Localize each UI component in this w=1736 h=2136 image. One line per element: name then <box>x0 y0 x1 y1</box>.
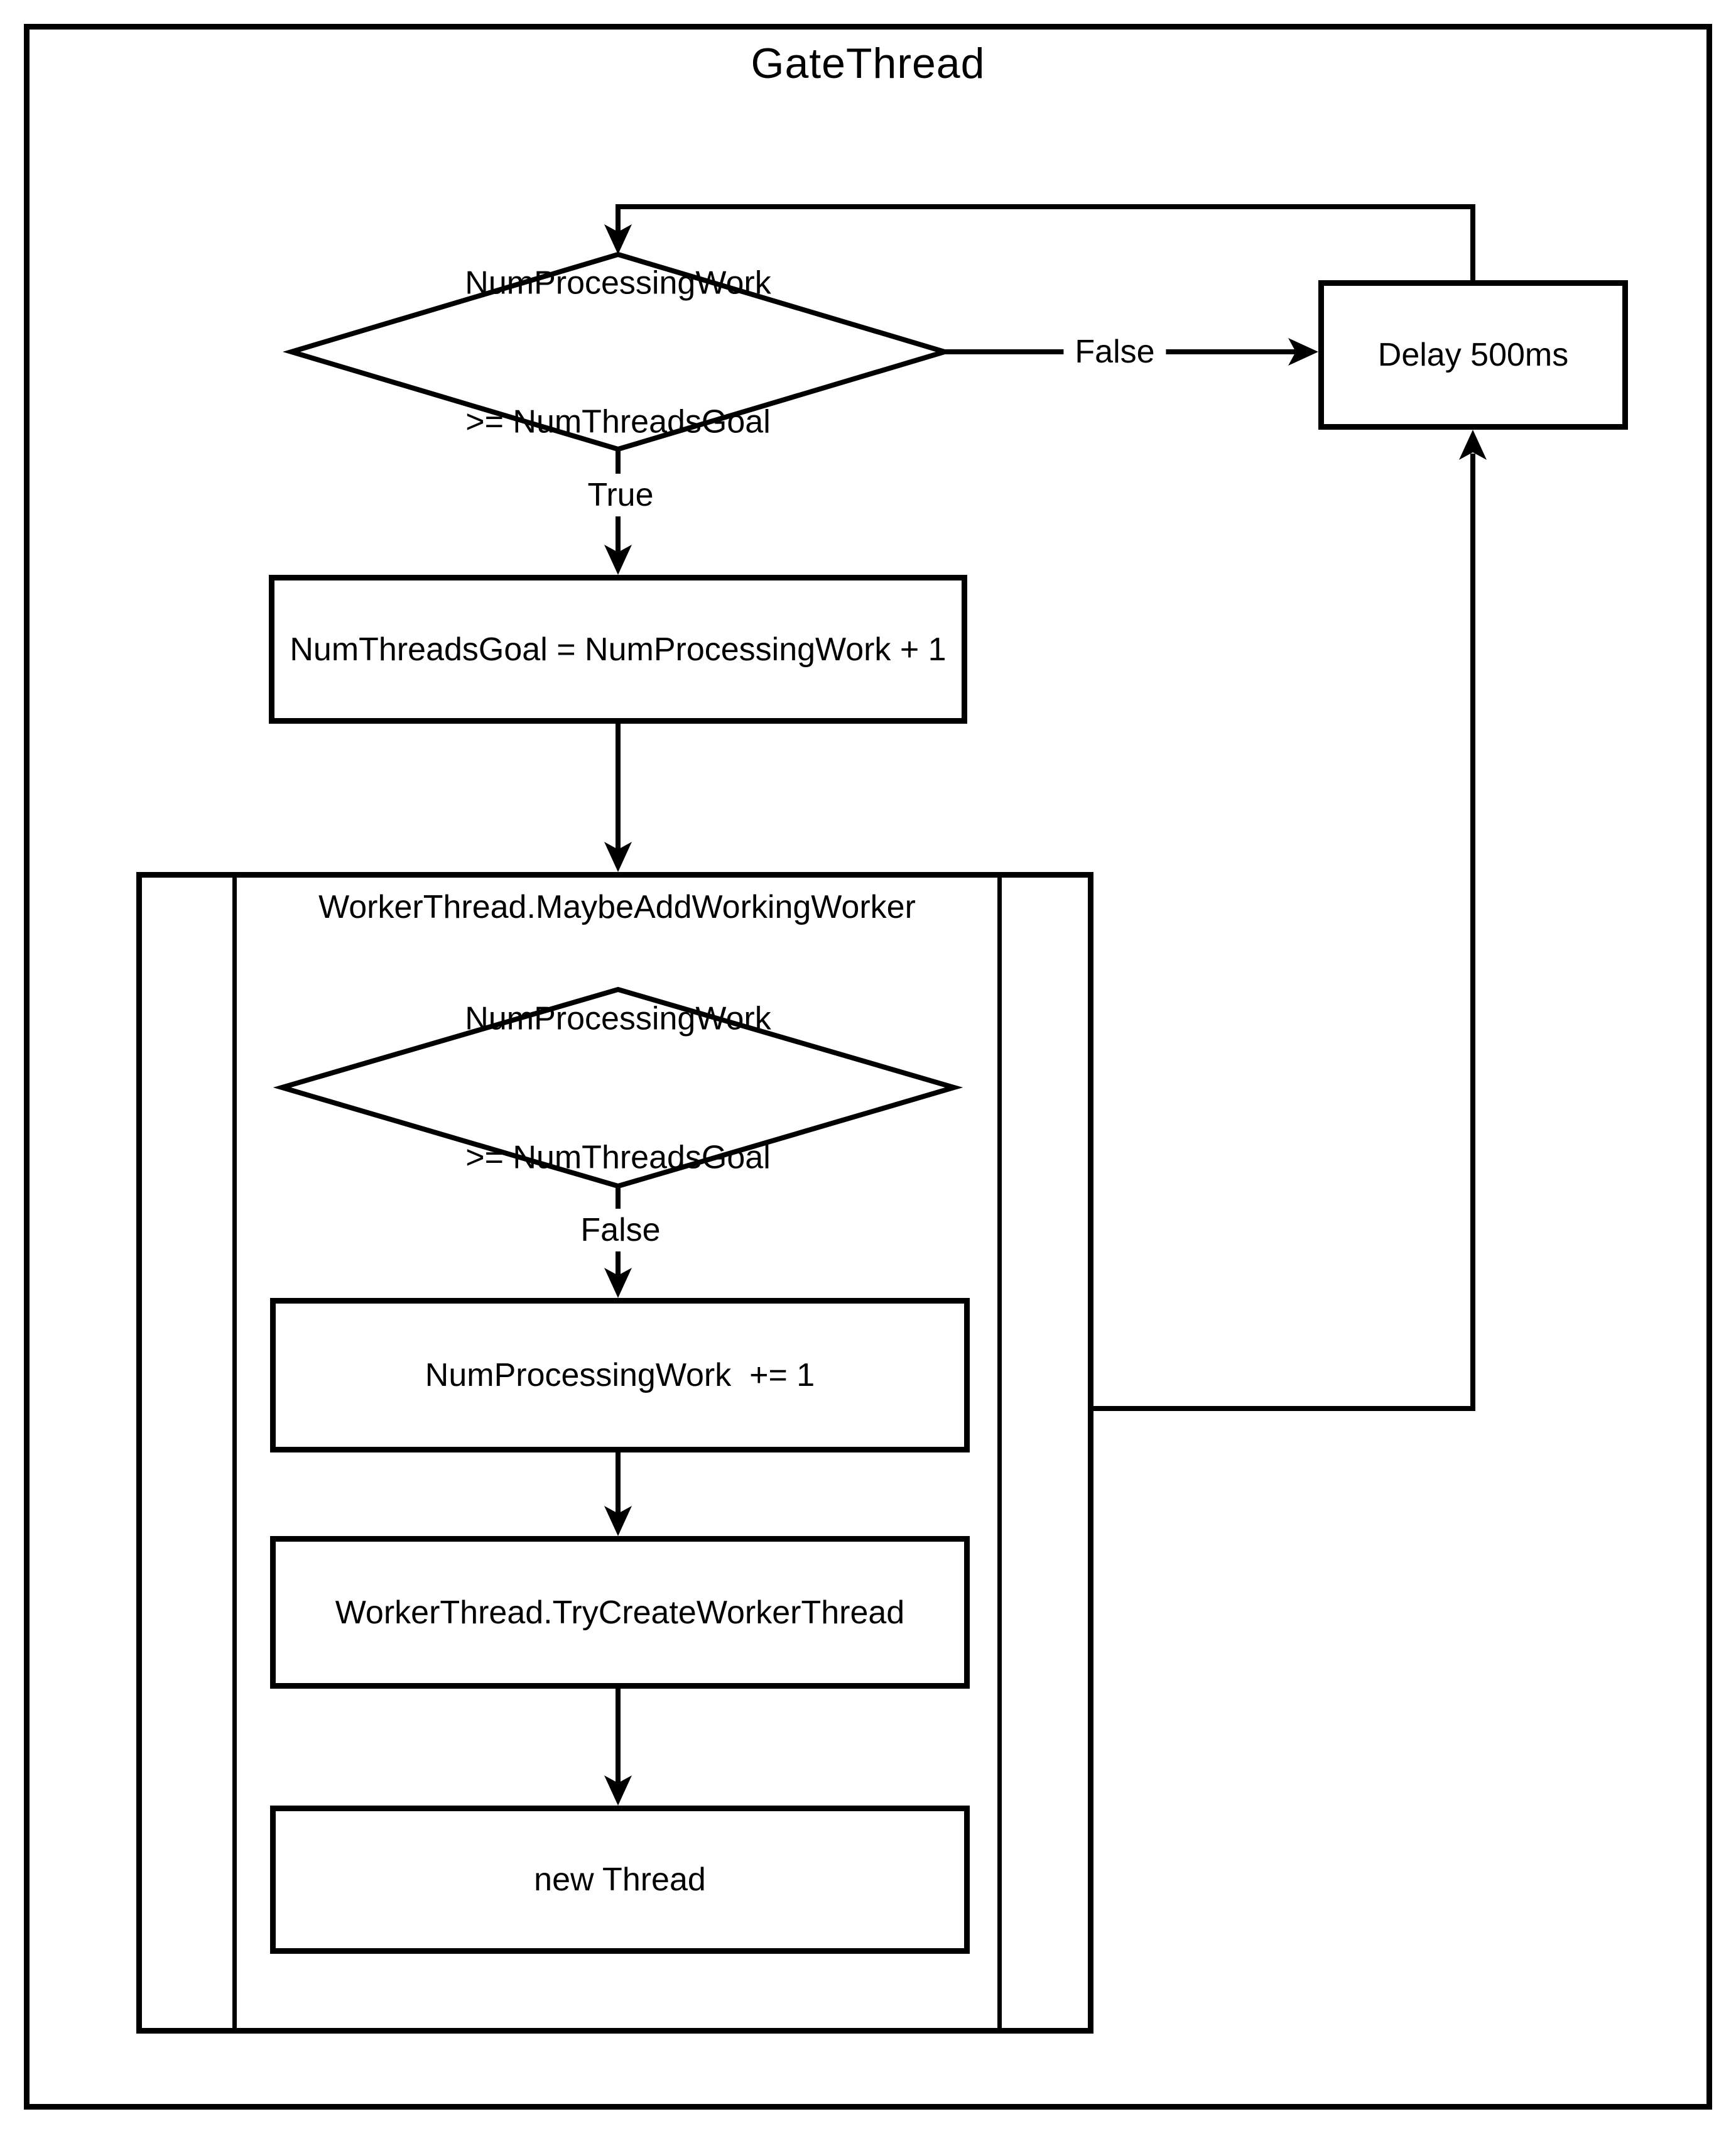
delay-box: Delay 500ms <box>1318 280 1628 430</box>
arrowhead-into-delay-left-icon <box>1288 338 1318 366</box>
subroutine-title: WorkerThread.MaybeAddWorkingWorker <box>318 889 916 925</box>
arrowhead-into-newthread-icon <box>604 1775 632 1806</box>
decision1-line1: NumProcessingWork <box>465 264 771 302</box>
decision2-label: NumProcessingWork >= NumThreadsGoal <box>465 903 771 1275</box>
return-edge <box>1091 454 1475 1411</box>
subroutine-container <box>136 872 1093 2034</box>
false-label-1: False <box>1063 330 1166 373</box>
decision2-line2: >= NumThreadsGoal <box>465 1139 771 1176</box>
decision1-label: NumProcessingWork >= NumThreadsGoal <box>465 168 771 539</box>
decision1-line2: >= NumThreadsGoal <box>465 403 771 440</box>
true-label: True <box>576 474 665 516</box>
false-label-2: False <box>569 1209 672 1251</box>
page-border <box>24 24 1712 2110</box>
arrowhead-into-trycreate-icon <box>604 1506 632 1536</box>
increment-box: NumProcessingWork += 1 <box>270 1298 970 1452</box>
arrowhead-into-setgoal-icon <box>604 545 632 575</box>
try-create-box: WorkerThread.TryCreateWorkerThread <box>270 1536 970 1689</box>
set-goal-box: NumThreadsGoal = NumProcessingWork + 1 <box>269 575 967 724</box>
arrowhead-into-subroutine-icon <box>604 842 632 872</box>
arrowhead-into-increment-icon <box>604 1268 632 1298</box>
diagram-title: GateThread <box>751 40 985 87</box>
arrowhead-into-delay-bottom-icon <box>1459 430 1487 460</box>
loop-edge <box>616 204 1475 283</box>
decision2-line1: NumProcessingWork <box>465 1000 771 1037</box>
subroutine-right-bar <box>997 872 1002 2034</box>
arrowhead-into-decision1-icon <box>604 224 632 254</box>
new-thread-box: new Thread <box>270 1806 970 1954</box>
subroutine-left-bar <box>232 872 237 2034</box>
